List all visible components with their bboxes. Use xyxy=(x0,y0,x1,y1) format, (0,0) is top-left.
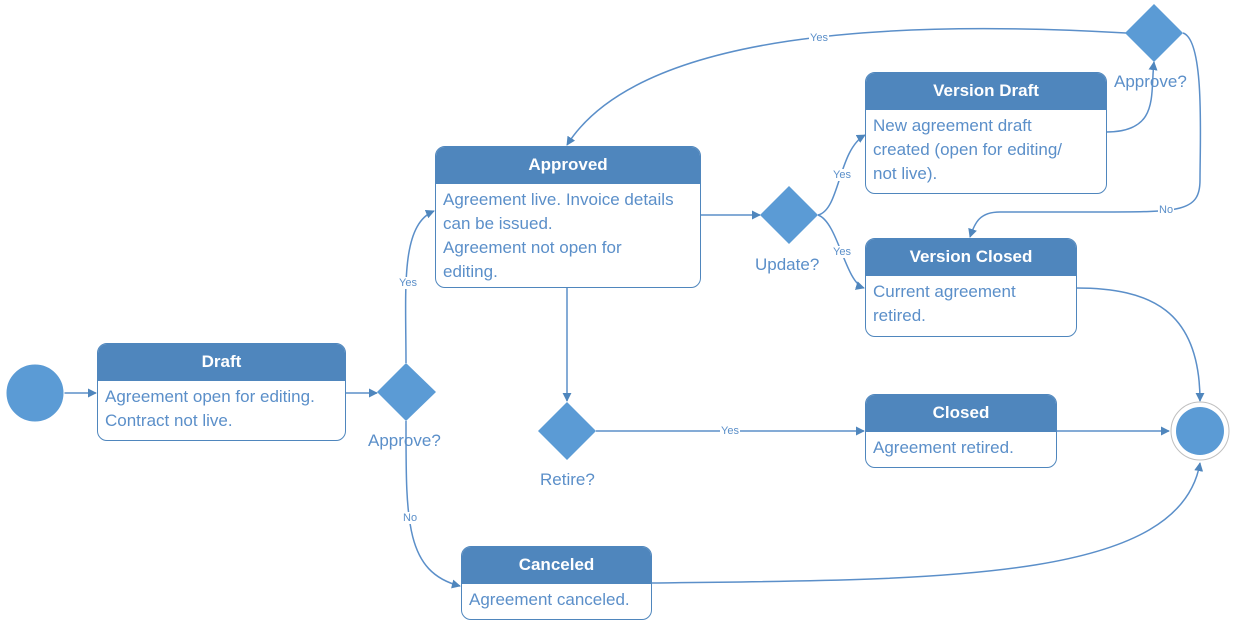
decision-update xyxy=(760,186,818,244)
state-closed: Closed Agreement retired. xyxy=(865,394,1057,468)
state-version-draft-body: New agreement draft created (open for ed… xyxy=(873,116,1063,183)
decision-approve-main xyxy=(377,363,436,421)
edge-versionclosed-end xyxy=(1075,287,1205,402)
edge-label-update-yes-closed: Yes xyxy=(832,246,852,258)
edge-approve-yes-approved xyxy=(404,209,435,364)
state-closed-title: Closed xyxy=(866,395,1056,432)
edge-label-version-approve-no: No xyxy=(1158,204,1175,216)
edge-canceled-end xyxy=(650,462,1204,584)
edge-label-update-yes-draft: Yes xyxy=(832,169,852,181)
edge-label-retire-yes: Yes xyxy=(720,425,740,437)
decision-approve-version-label: Approve? xyxy=(1114,72,1187,91)
decision-update-label: Update? xyxy=(755,255,820,274)
state-draft-body: Agreement open for editing. Contract not… xyxy=(105,387,315,430)
state-version-closed-title: Version Closed xyxy=(866,239,1076,276)
decision-approve-main-label: Approve? xyxy=(368,431,441,450)
state-draft: Draft Agreement open for editing. Contra… xyxy=(97,343,346,441)
edge-label-version-approve-yes: Yes xyxy=(809,32,829,44)
state-version-closed-body: Current agreement retired. xyxy=(873,282,1016,325)
state-version-draft-title: Version Draft xyxy=(866,73,1106,110)
state-approved: Approved Agreement live. Invoice details… xyxy=(435,146,701,288)
edge-versiondraft-approve xyxy=(1105,61,1158,133)
edge-label-approve-yes: Yes xyxy=(398,277,418,289)
state-approved-body: Agreement live. Invoice details can be i… xyxy=(443,190,674,281)
final-node xyxy=(1176,407,1224,455)
edge-versionapprove-yes-approved xyxy=(566,27,1127,146)
edge-label-approve-no: No xyxy=(402,512,419,524)
initial-node xyxy=(5,363,65,423)
edge-versionapprove-no-versionclosed xyxy=(968,32,1202,238)
decision-retire xyxy=(538,402,596,460)
state-approved-title: Approved xyxy=(436,147,700,184)
state-canceled: Canceled Agreement canceled. xyxy=(461,546,652,620)
decision-retire-label: Retire? xyxy=(540,470,595,489)
state-version-draft: Version Draft New agreement draft create… xyxy=(865,72,1107,194)
state-canceled-title: Canceled xyxy=(462,547,651,584)
state-canceled-body: Agreement canceled. xyxy=(469,590,630,609)
decision-approve-version xyxy=(1125,4,1183,62)
edge-approve-no-canceled xyxy=(405,420,461,589)
state-draft-title: Draft xyxy=(98,344,345,381)
state-version-closed: Version Closed Current agreement retired… xyxy=(865,238,1077,337)
state-closed-body: Agreement retired. xyxy=(873,438,1014,457)
